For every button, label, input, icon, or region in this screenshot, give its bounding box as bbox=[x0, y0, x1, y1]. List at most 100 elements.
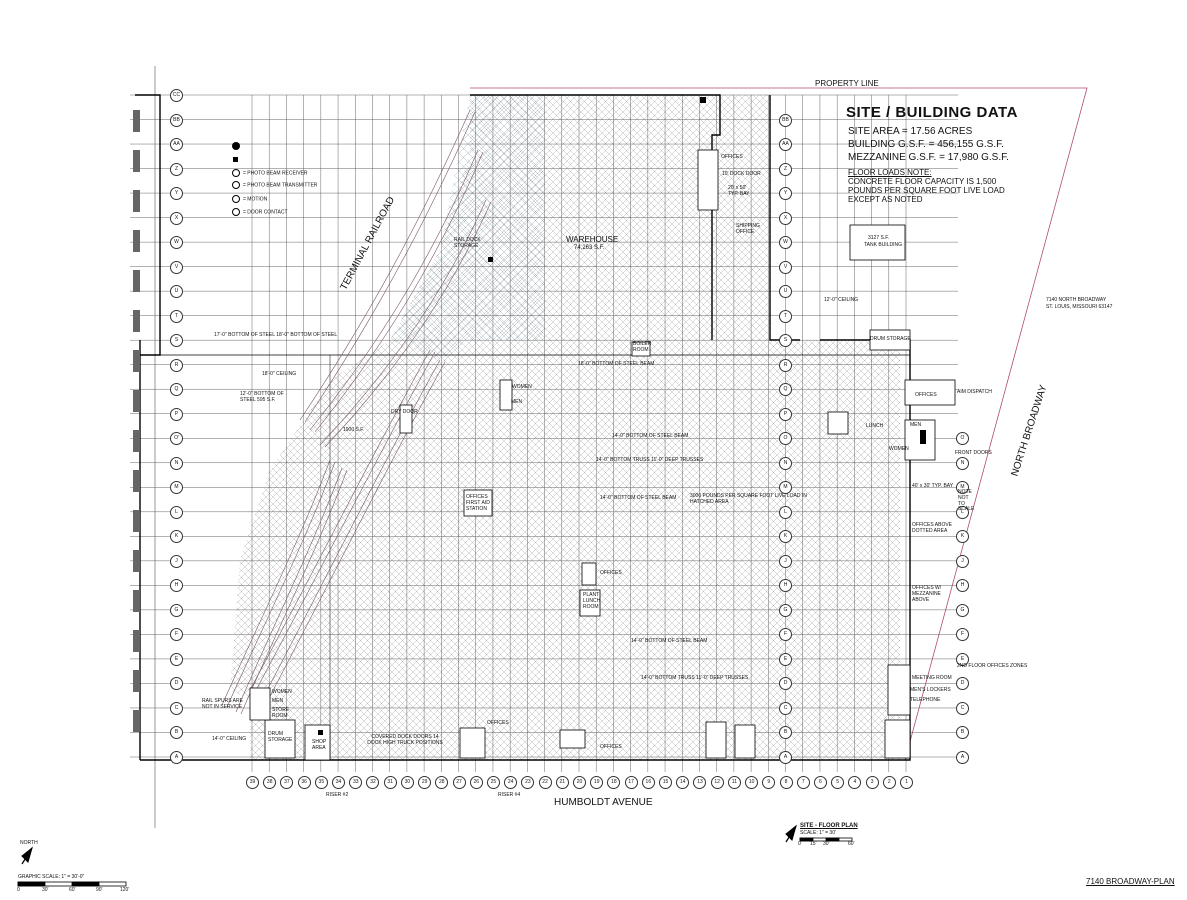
note-covered-dock: COVERED DOCK DOORS 14 DOCK HIGH TRUCK PO… bbox=[367, 734, 443, 746]
tank-building-area: 3127 S.F. bbox=[868, 235, 890, 241]
plan-title: SITE - FLOOR PLAN bbox=[800, 823, 858, 829]
grid-bubble-left: A bbox=[170, 751, 183, 764]
rail-tracks bbox=[221, 109, 492, 715]
legend-m-icon bbox=[232, 195, 240, 203]
grid-bubble-column: 19 bbox=[590, 776, 604, 789]
rail-track bbox=[226, 461, 336, 708]
warehouse-area: 74,263 S.F. bbox=[574, 245, 605, 251]
pilaster bbox=[133, 670, 140, 692]
legend-text: = MOTION bbox=[243, 196, 268, 203]
grid-bubble-column: 14 bbox=[676, 776, 690, 789]
note-live-load: 3000 POUNDS PER SQUARE FOOT LIVE LOAD IN… bbox=[690, 493, 807, 505]
grid-bubble-right: T bbox=[779, 309, 792, 323]
grid-bubble-right: G bbox=[779, 603, 792, 617]
grid-bubble-column: 21 bbox=[555, 776, 569, 789]
graphic-scale-120: 120' bbox=[120, 887, 130, 893]
warehouse-label: WAREHOUSE bbox=[566, 235, 619, 244]
property-line-label: PROPERTY LINE bbox=[815, 79, 879, 88]
address-line-2: ST. LOUIS, MISSOURI 63147 bbox=[1046, 304, 1113, 310]
grid-bubble-column: 9 bbox=[762, 776, 776, 789]
note-men-south: MEN bbox=[272, 698, 284, 704]
note-offices-south-2: OFFICES bbox=[600, 744, 622, 750]
grid-bubble-right: S bbox=[779, 334, 792, 348]
note-telephone: TELEPHONE bbox=[910, 697, 941, 703]
note-offices-top: OFFICES bbox=[721, 154, 743, 160]
left-wall-pilasters bbox=[133, 110, 140, 732]
grid-bubble-left: BB bbox=[170, 113, 183, 127]
grid-bubble-column: 28 bbox=[435, 776, 449, 789]
north-arrow-icon bbox=[21, 824, 797, 865]
grid-bubble-far-right: E bbox=[956, 652, 969, 666]
grid-bubble-left: Y bbox=[170, 187, 183, 201]
grid-bubble-column: 5 bbox=[831, 776, 845, 789]
grid-bubble-far-right: H bbox=[956, 579, 969, 593]
grid-bubble-left: K bbox=[170, 530, 183, 544]
grid-bubble-left: L bbox=[170, 505, 183, 519]
note-women-north: WOMEN bbox=[512, 384, 532, 390]
note-truss-2: 14'-0" BOTTOM TRUSS 11'-0" DEEP TRUSSES bbox=[641, 675, 749, 681]
note-dry-door: DRY DOOR bbox=[391, 409, 418, 415]
rail-track bbox=[235, 467, 343, 713]
legend-photo-beam-transmitter: = PHOTO BEAM TRANSMITTER bbox=[232, 181, 317, 189]
pilaster bbox=[133, 270, 140, 292]
mezzanine-gsf-line: MEZZANINE G.S.F. = 17,980 G.S.F. bbox=[848, 152, 1009, 163]
grid-bubble-left: T bbox=[170, 309, 183, 323]
note-typ-bay-east: 40' x 30' TYP. BAY bbox=[912, 483, 954, 489]
note-offices-center: OFFICES bbox=[600, 570, 622, 576]
grid-bubble-right: A bbox=[779, 751, 792, 764]
grid-bubble-left: B bbox=[170, 726, 183, 740]
graphic-scale-30: 30' bbox=[42, 887, 49, 893]
note-plant-lunch: PLANT LUNCH ROOM bbox=[583, 592, 601, 610]
legend-text: = PHOTO BEAM TRANSMITTER bbox=[243, 182, 318, 189]
grid-bubble-column: 17 bbox=[624, 776, 638, 789]
grid-bubble-column: 11 bbox=[727, 776, 741, 789]
grid-bubble-left: V bbox=[170, 260, 183, 274]
grid-bubble-column: 31 bbox=[383, 776, 397, 789]
grid-bubble-left: O' bbox=[170, 432, 183, 446]
grid-bubble-column: 8 bbox=[779, 776, 793, 789]
grid-bubble-far-right: L bbox=[956, 505, 969, 519]
grid-bubble-column: 7 bbox=[796, 776, 810, 789]
grid-bubble-right: Y bbox=[779, 187, 792, 201]
grid-bubble-left: W bbox=[170, 236, 183, 250]
pilaster bbox=[133, 230, 140, 252]
rail-spurs-note-2: NOT IN SERVICE bbox=[202, 704, 243, 710]
grid-bubble-right: W bbox=[779, 236, 792, 250]
rail-track bbox=[319, 199, 487, 446]
grid-bubble-right: U bbox=[779, 285, 792, 299]
grid-bubble-left: Z bbox=[170, 162, 183, 176]
grid-bubble-column: 30 bbox=[400, 776, 414, 789]
note-2nd-floor-zones: 2ND FLOOR OFFICES ZONES bbox=[957, 663, 1028, 669]
grid-bubble-column: 27 bbox=[452, 776, 466, 789]
legend-p-icon bbox=[232, 169, 240, 177]
graphic-scale-label: GRAPHIC SCALE: 1" = 30'-0" bbox=[18, 874, 85, 880]
grid-bubble-column: 13 bbox=[693, 776, 707, 789]
note-shop-area: SHOP AREA bbox=[312, 739, 327, 751]
grid-bubble-left: D bbox=[170, 677, 183, 691]
rail-track bbox=[299, 109, 471, 421]
grid-bubble-far-right: F bbox=[956, 628, 969, 642]
building-gsf-line: BUILDING G.S.F. = 456,155 G.S.F. bbox=[848, 139, 1004, 150]
plan-scale-60: 60' bbox=[848, 841, 855, 847]
grid-bubble-right: O bbox=[779, 432, 792, 446]
note-mens-lockers: MEN'S LOCKERS bbox=[910, 687, 951, 693]
note-riser-2: RISER #2 bbox=[326, 792, 349, 798]
pilaster bbox=[133, 110, 140, 132]
note-front-doors: FRONT DOORS bbox=[955, 450, 992, 456]
legend-text: = DOOR CONTACT bbox=[243, 209, 288, 216]
grid-bubble-left: J bbox=[170, 554, 183, 568]
grid-bubble-column: 12 bbox=[710, 776, 724, 789]
note-store-room: STORE ROOM bbox=[272, 707, 290, 719]
plan-scale-0: 0 bbox=[798, 841, 801, 847]
grid-bubble-far-right: B bbox=[956, 726, 969, 740]
grid-bubble-column: 4 bbox=[848, 776, 862, 789]
grid-bubble-far-right: D bbox=[956, 677, 969, 691]
grid-bubble-right: Z bbox=[779, 162, 792, 176]
grid-bubble-left: N bbox=[170, 456, 183, 470]
grid-bubble-right: V bbox=[779, 260, 792, 274]
pilaster bbox=[133, 470, 140, 492]
grid-bubble-left: F bbox=[170, 628, 183, 642]
note-offices-east: OFFICES bbox=[915, 392, 937, 398]
sheet-id: 7140 BROADWAY-PLAN bbox=[1086, 877, 1175, 886]
